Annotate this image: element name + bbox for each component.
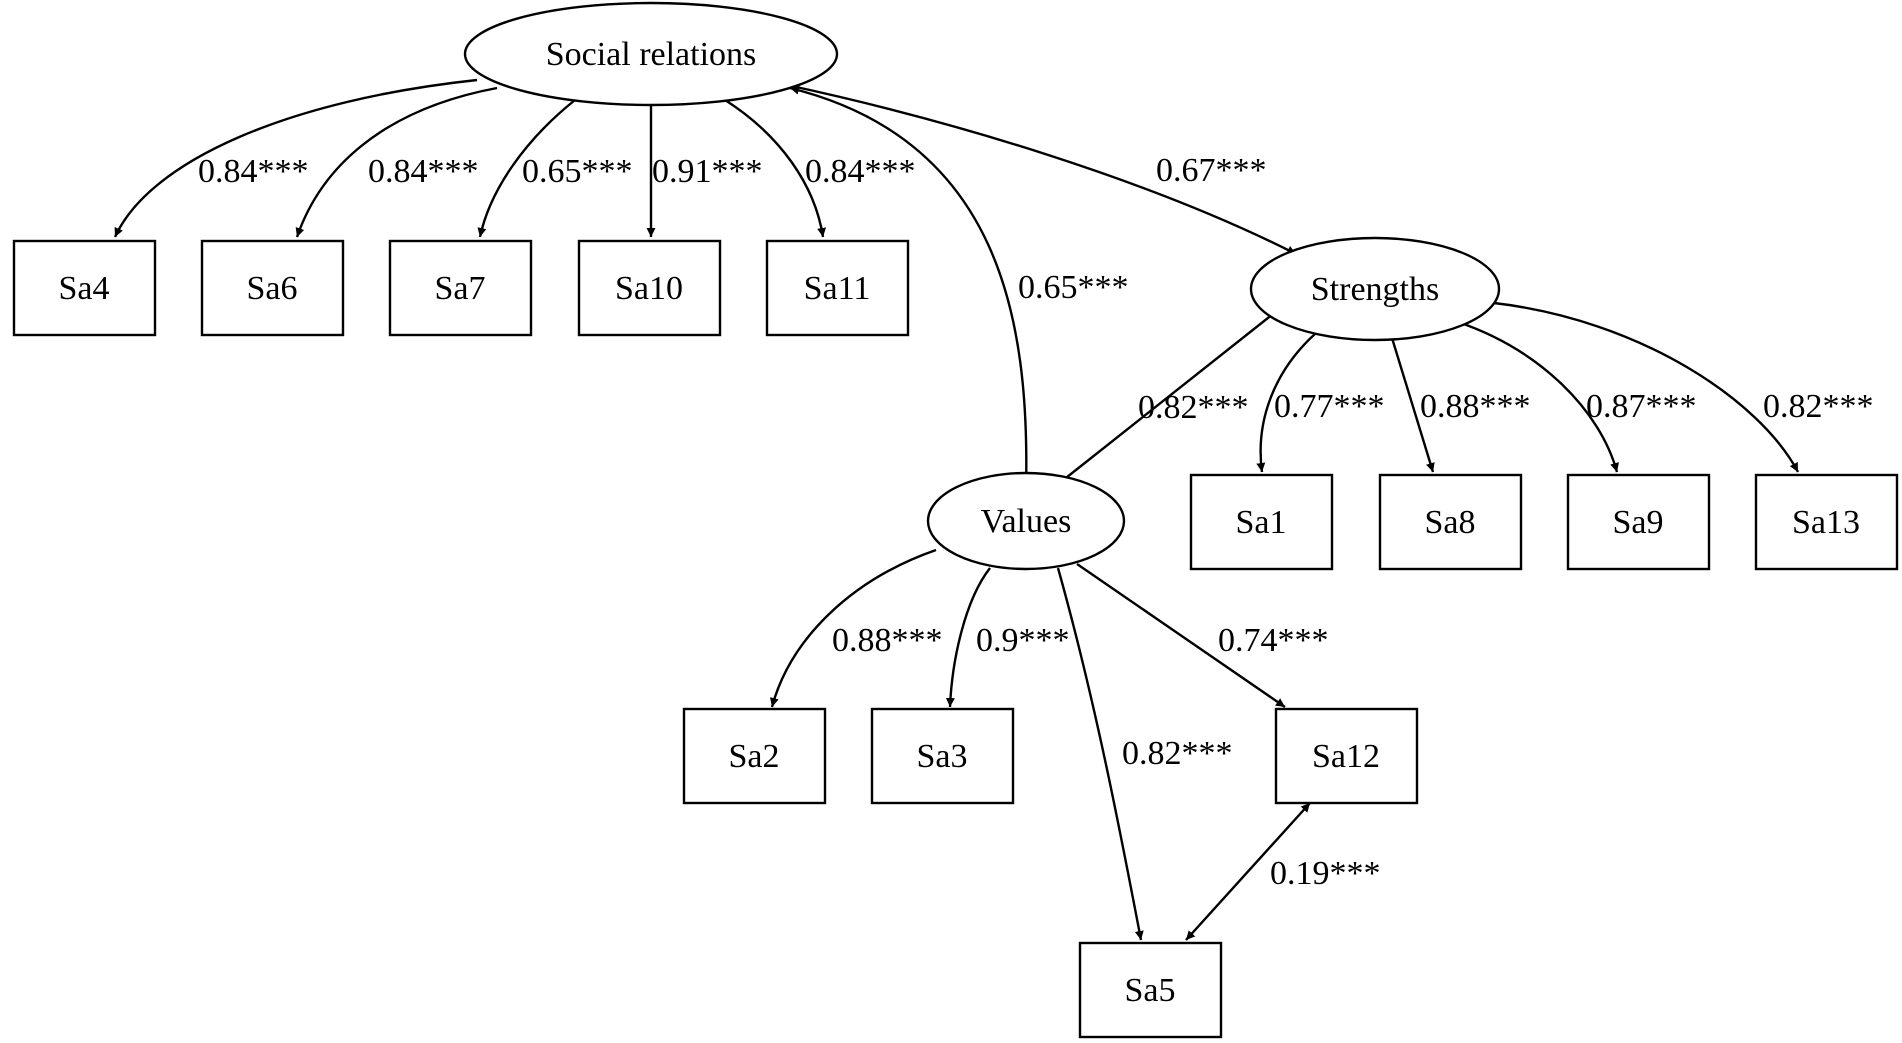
edge-cov-social-values bbox=[789, 85, 1031, 491]
loading-social-sa6: 0.84*** bbox=[368, 153, 479, 190]
indicator-sa13-label: Sa13 bbox=[1792, 504, 1860, 541]
indicator-sa10-label: Sa10 bbox=[615, 270, 683, 307]
loading-strengths-sa1: 0.77*** bbox=[1274, 388, 1385, 425]
indicator-sa1: Sa1 bbox=[1189, 473, 1334, 571]
latent-values: Values bbox=[926, 471, 1126, 571]
edge-cov-sa12-sa5 bbox=[1185, 802, 1311, 941]
latent-values-label: Values bbox=[981, 503, 1072, 540]
indicator-sa11-label: Sa11 bbox=[804, 270, 871, 307]
indicator-sa2-label: Sa2 bbox=[729, 738, 780, 775]
loading-values-sa2: 0.88*** bbox=[832, 622, 943, 659]
cov-strengths-values: 0.82*** bbox=[1138, 389, 1249, 426]
edge-values-sa3 bbox=[945, 567, 991, 708]
loading-values-sa3: 0.9*** bbox=[976, 622, 1070, 659]
loading-strengths-sa8: 0.88*** bbox=[1420, 388, 1531, 425]
loading-values-sa5: 0.82*** bbox=[1122, 735, 1233, 772]
indicator-sa12-label: Sa12 bbox=[1312, 738, 1380, 775]
edge-strengths-sa8 bbox=[1390, 337, 1435, 473]
latent-social-relations: Social relations bbox=[463, 1, 839, 107]
indicator-sa8-label: Sa8 bbox=[1425, 504, 1476, 541]
edge-cov-strengths-values bbox=[1056, 309, 1279, 486]
indicator-sa6-label: Sa6 bbox=[247, 270, 298, 307]
loading-social-sa4: 0.84*** bbox=[198, 153, 309, 190]
indicator-sa13: Sa13 bbox=[1754, 473, 1899, 571]
latent-strengths-label: Strengths bbox=[1311, 271, 1439, 308]
loading-social-sa11: 0.84*** bbox=[805, 153, 916, 190]
indicator-sa2: Sa2 bbox=[682, 707, 827, 805]
indicator-sa5-label: Sa5 bbox=[1125, 972, 1176, 1009]
cov-social-strengths: 0.67*** bbox=[1156, 152, 1267, 189]
indicator-sa8: Sa8 bbox=[1378, 473, 1523, 571]
indicator-sa3-label: Sa3 bbox=[917, 738, 968, 775]
cov-social-values: 0.65*** bbox=[1018, 269, 1129, 306]
cov-sa12-sa5: 0.19*** bbox=[1270, 855, 1381, 892]
loading-values-sa12: 0.74*** bbox=[1218, 622, 1329, 659]
edge-values-sa2 bbox=[769, 548, 937, 708]
edge-values-sa5 bbox=[1056, 567, 1144, 941]
indicator-sa5: Sa5 bbox=[1078, 941, 1223, 1039]
indicator-sa9-label: Sa9 bbox=[1613, 504, 1664, 541]
loading-social-sa10: 0.91*** bbox=[652, 153, 763, 190]
indicator-sa6: Sa6 bbox=[200, 239, 345, 337]
edge-values-sa12 bbox=[1076, 563, 1286, 708]
edge-strengths-sa9 bbox=[1457, 320, 1619, 473]
edge-labels: 0.84*** 0.84*** 0.65*** 0.91*** 0.84*** … bbox=[198, 152, 1874, 892]
indicator-sa11: Sa11 bbox=[765, 239, 910, 337]
edge-strengths-sa13 bbox=[1493, 301, 1800, 473]
indicator-sa12: Sa12 bbox=[1274, 707, 1419, 805]
loading-social-sa7: 0.65*** bbox=[522, 153, 633, 190]
indicator-sa3: Sa3 bbox=[870, 707, 1015, 805]
edge-social-sa4 bbox=[113, 78, 478, 238]
indicator-sa7: Sa7 bbox=[388, 239, 533, 337]
indicator-sa10: Sa10 bbox=[577, 239, 722, 337]
edges bbox=[113, 78, 1800, 941]
loading-strengths-sa9: 0.87*** bbox=[1586, 388, 1697, 425]
indicator-sa9: Sa9 bbox=[1566, 473, 1711, 571]
edge-social-sa7 bbox=[477, 99, 576, 238]
latent-social-relations-label: Social relations bbox=[546, 36, 757, 73]
loading-strengths-sa13: 0.82*** bbox=[1763, 388, 1874, 425]
edge-social-sa6 bbox=[295, 86, 498, 238]
indicator-sa4-label: Sa4 bbox=[59, 270, 110, 307]
latent-strengths: Strengths bbox=[1249, 236, 1501, 342]
indicator-sa7-label: Sa7 bbox=[435, 270, 486, 307]
indicator-sa1-label: Sa1 bbox=[1236, 504, 1287, 541]
indicator-sa4: Sa4 bbox=[12, 239, 157, 337]
